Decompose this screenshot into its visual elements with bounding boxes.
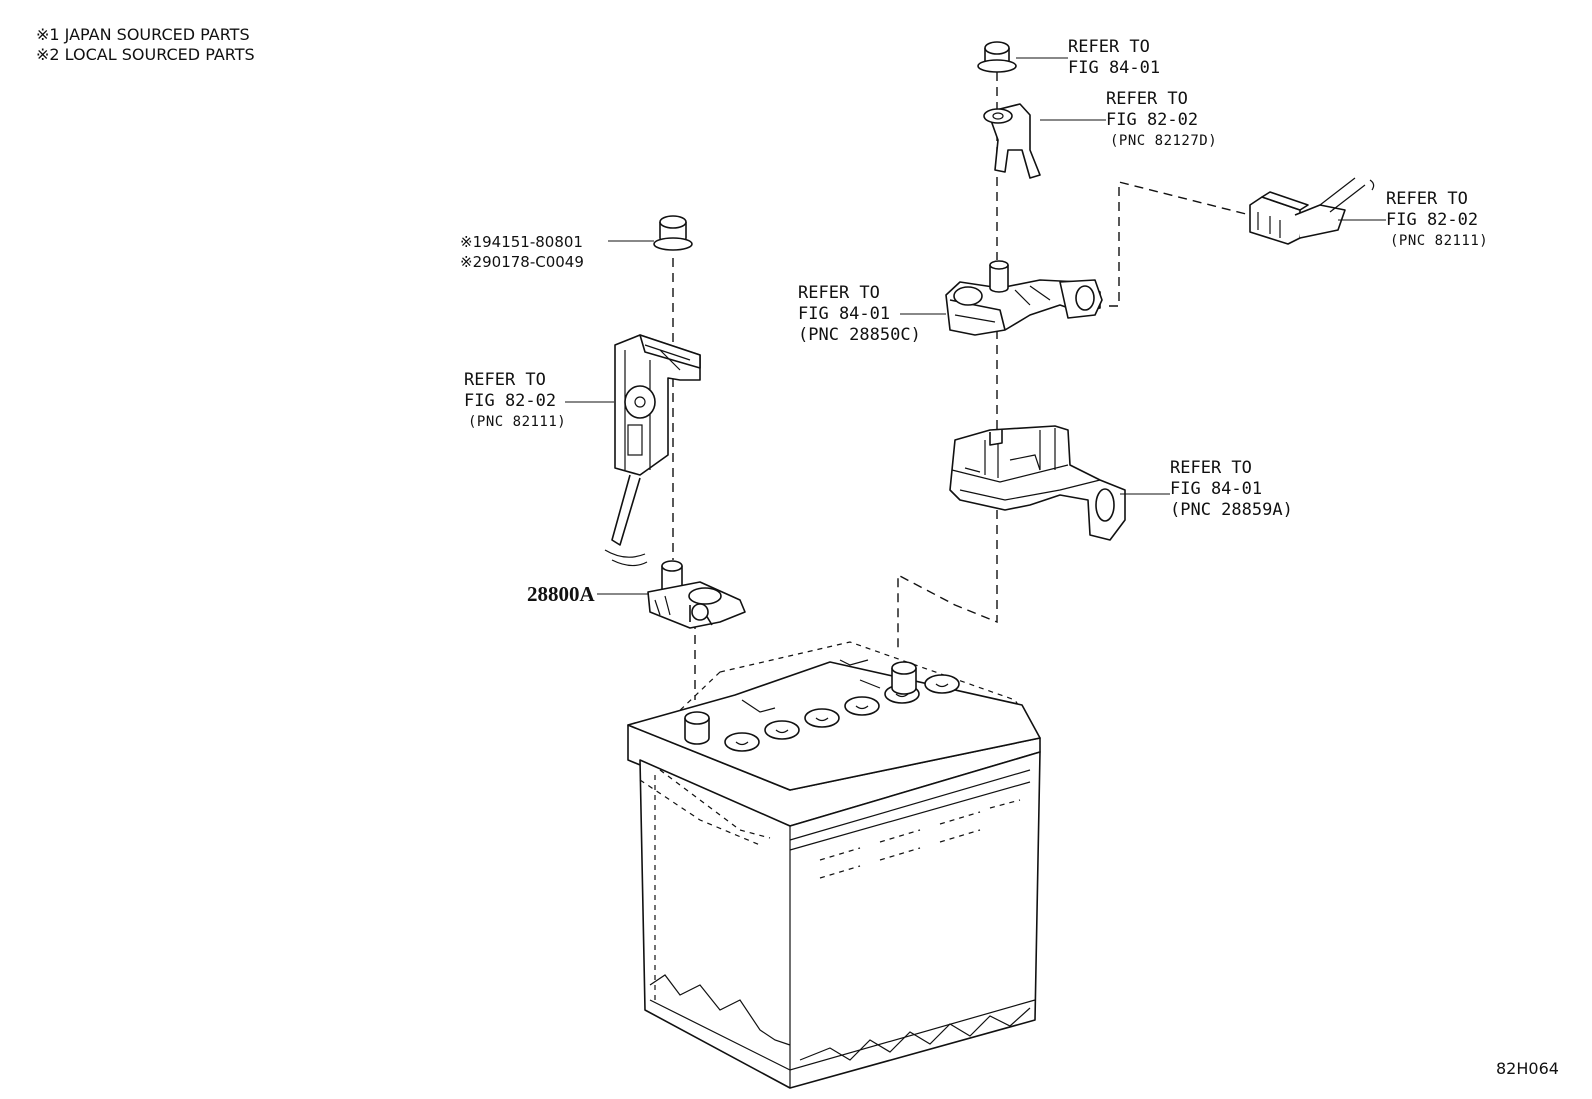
callout-connector-right-line3: (PNC 82111) <box>1390 233 1488 249</box>
callout-neg-cable-line2: FIG 82-02 <box>464 391 556 411</box>
nut-positive <box>977 41 1017 73</box>
right-connector <box>1249 177 1375 245</box>
callout-bracket-line2: FIG 84-01 <box>1170 479 1262 499</box>
callout-cable-top-line1: REFER TO <box>1106 89 1188 109</box>
callout-connector-right: REFER TO FIG 82-02 (PNC 82111) <box>1338 189 1488 249</box>
battery-terminal-posts <box>684 661 917 745</box>
part-number-local: ※290178-C0049 <box>460 253 584 271</box>
legend-japan-sourced: ※1 JAPAN SOURCED PARTS <box>36 25 250 44</box>
callout-bracket: REFER TO FIG 84-01 (PNC 28859A) <box>1120 458 1293 520</box>
legend: ※1 JAPAN SOURCED PARTS ※2 LOCAL SOURCED … <box>36 25 255 64</box>
positive-terminal-clamp <box>945 260 1103 336</box>
negative-cable-terminal <box>604 334 701 567</box>
battery-bracket <box>949 425 1126 541</box>
part-number-terminal: 28800A <box>527 582 596 606</box>
callout-cable-top-line3: (PNC 82127D) <box>1110 133 1217 149</box>
callout-pos-clamp-line2: FIG 84-01 <box>798 304 890 324</box>
callout-nut-top-line2: FIG 84-01 <box>1068 58 1160 78</box>
callout-cable-top: REFER TO FIG 82-02 (PNC 82127D) <box>1040 89 1217 149</box>
callout-neg-cable-line1: REFER TO <box>464 370 546 390</box>
callout-neg-cable-line3: (PNC 82111) <box>468 414 566 430</box>
positive-cable-eyelet <box>983 103 1041 179</box>
callout-neg-cable: REFER TO FIG 82-02 (PNC 82111) <box>464 370 614 430</box>
alignment-lines <box>672 72 1251 700</box>
callout-terminal: 28800A <box>527 582 648 606</box>
part-number-japan: ※194151-80801 <box>460 233 583 251</box>
callout-cable-top-line2: FIG 82-02 <box>1106 110 1198 130</box>
callout-pos-clamp-line1: REFER TO <box>798 283 880 303</box>
nut-negative <box>653 215 693 251</box>
callout-connector-right-line1: REFER TO <box>1386 189 1468 209</box>
callout-nut-top: REFER TO FIG 84-01 <box>1016 37 1160 78</box>
callout-nut-part-numbers: ※194151-80801 ※290178-C0049 <box>460 233 654 271</box>
legend-local-sourced: ※2 LOCAL SOURCED PARTS <box>36 45 255 64</box>
figure-code: 82H064 <box>1496 1059 1559 1078</box>
callout-bracket-line3: (PNC 28859A) <box>1170 500 1293 520</box>
callout-pos-clamp: REFER TO FIG 84-01 (PNC 28850C) <box>798 283 946 345</box>
callout-nut-top-line1: REFER TO <box>1068 37 1150 57</box>
battery <box>626 641 1041 1089</box>
callout-pos-clamp-line3: (PNC 28850C) <box>798 325 921 345</box>
callout-bracket-line1: REFER TO <box>1170 458 1252 478</box>
callout-connector-right-line2: FIG 82-02 <box>1386 210 1478 230</box>
terminal-clamp-28800a <box>647 560 746 629</box>
